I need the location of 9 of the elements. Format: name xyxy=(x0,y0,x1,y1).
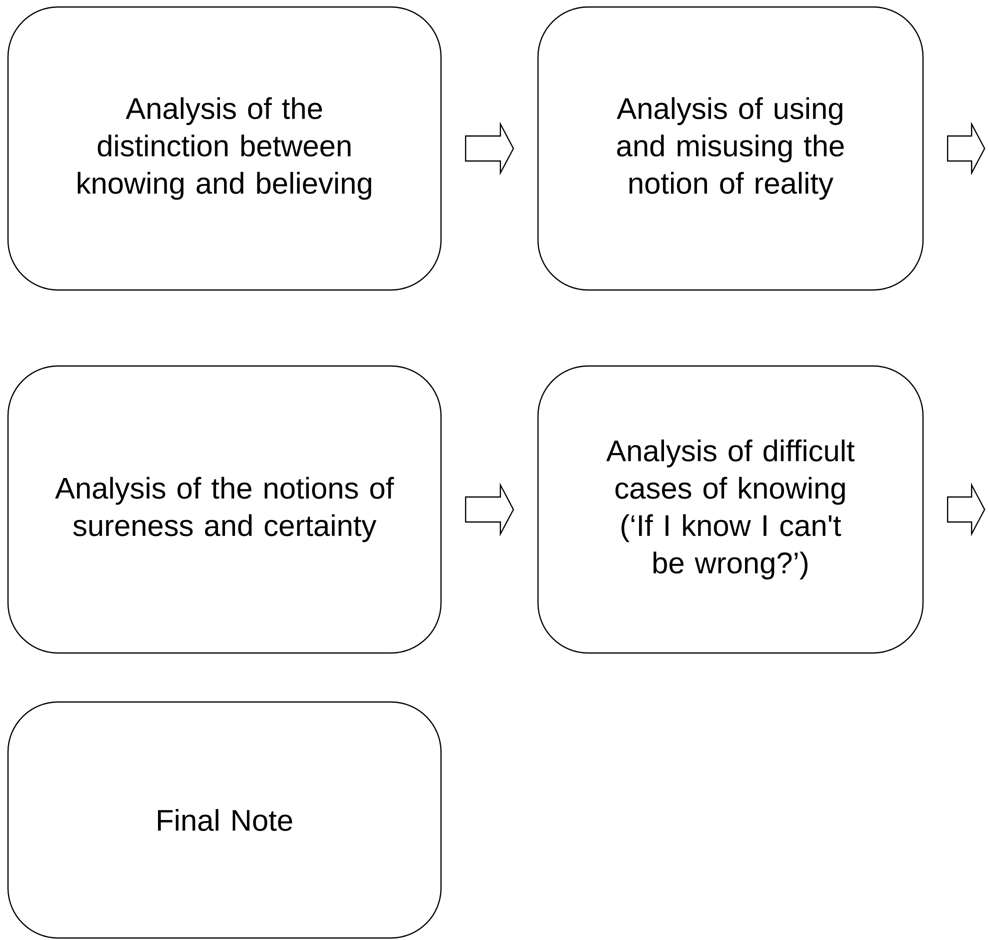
rounded-box: Analysis of the notions of sureness and certainty xyxy=(7,365,442,654)
rounded-box: Final Note xyxy=(7,701,442,939)
block-arrow xyxy=(465,482,514,536)
rounded-box: Analysis of the distinction between knowing and believing xyxy=(7,6,442,291)
block-arrow xyxy=(947,122,986,176)
block-arrow xyxy=(465,122,514,176)
rounded-box: Analysis of difficult cases of knowing (‘If I know I can't be wrong?’) xyxy=(537,365,924,654)
rounded-box: Analysis of using and misusing the notion of reality xyxy=(537,6,924,291)
block-arrow xyxy=(947,482,986,536)
